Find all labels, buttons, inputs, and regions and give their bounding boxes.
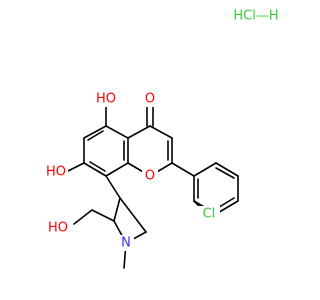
bond <box>193 162 217 177</box>
bond <box>149 125 173 139</box>
c5-hydroxyl-label: HO <box>96 92 116 107</box>
bond <box>73 209 93 225</box>
bond <box>113 197 121 222</box>
bond-layer <box>67 105 239 269</box>
bond <box>91 209 115 222</box>
atom-label-layer: O HO HO O HO Cl N <box>42 91 220 251</box>
nitrogen-label: N <box>121 236 131 251</box>
bond <box>127 125 151 139</box>
bond <box>105 175 121 199</box>
bond <box>105 162 129 177</box>
bond <box>215 167 235 179</box>
bond <box>215 162 239 177</box>
molecule-diagram: HCl—H <box>42 8 279 269</box>
bond <box>89 161 106 172</box>
hcl-salt-label: HCl—H <box>233 9 278 24</box>
bond <box>83 125 107 139</box>
chlorine-label: Cl <box>203 207 216 222</box>
ketone-oxygen-label: O <box>145 92 155 107</box>
c7-hydroxyl-label: HO <box>46 165 66 180</box>
bond <box>105 125 129 139</box>
bond <box>87 130 104 141</box>
bond <box>67 162 85 172</box>
bond <box>119 197 147 233</box>
bond <box>171 162 195 177</box>
hydroxymethyl-label: HO <box>48 221 68 236</box>
ring-oxygen-label: O <box>145 169 155 184</box>
bond <box>83 162 107 177</box>
